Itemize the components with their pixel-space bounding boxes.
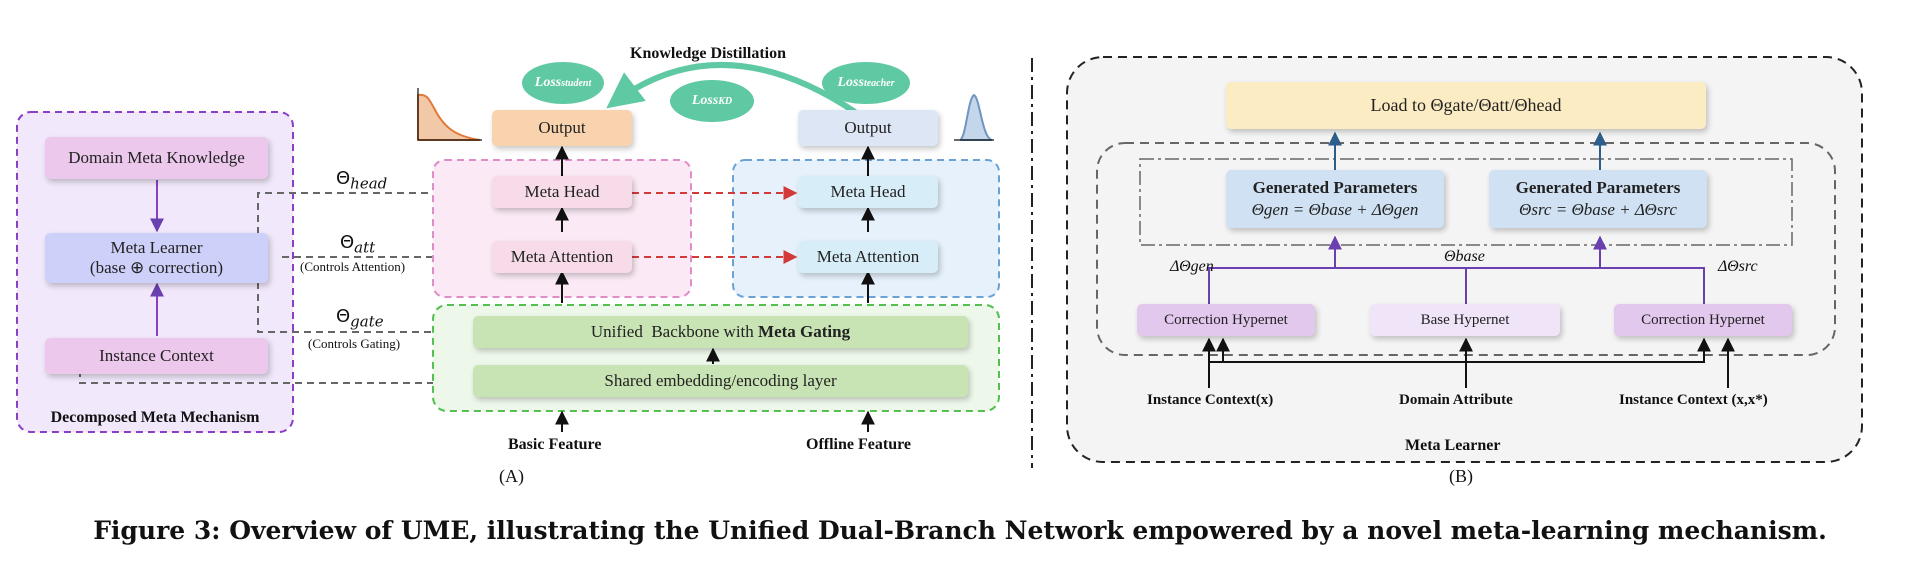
student-meta-attention-box: Meta Attention: [492, 241, 632, 273]
student-distribution-curve: [417, 88, 482, 141]
meta-learner-title: Meta Learner: [1405, 437, 1501, 454]
controls-attention-label: (Controls Attention): [300, 259, 406, 274]
teacher-meta-attention-box: Meta Attention: [798, 241, 938, 273]
correction-hypernet-left-box: Correction Hypernet: [1137, 304, 1315, 336]
base-hypernet-box: Base Hypernet: [1370, 304, 1560, 336]
decomposed-meta-mechanism-title: Decomposed Meta Mechanism: [50, 409, 260, 426]
teacher-meta-head-box: Meta Head: [798, 176, 938, 208]
basic-feature-label: Basic Feature: [508, 436, 602, 453]
knowledge-distillation-title: Knowledge Distillation: [630, 45, 787, 62]
panel-a-label: (A): [499, 466, 524, 486]
theta-gate-label: Θgate: [336, 306, 384, 331]
load-to-box: Load to Θgate/Θatt/Θhead: [1226, 82, 1706, 129]
controls-gating-label: (Controls Gating): [308, 336, 401, 351]
theta-att-label: Θatt: [340, 232, 376, 257]
generated-params-src-box: Generated Parameters Θsrc = Θbase + ΔΘsr…: [1489, 170, 1707, 228]
offline-feature-label: Offline Feature: [806, 436, 912, 453]
domain-meta-knowledge-box: Domain Meta Knowledge: [45, 137, 268, 179]
shared-embedding-box: Shared embedding/encoding layer: [473, 365, 968, 397]
delta-theta-gen-label: ΔΘgen: [1170, 258, 1214, 275]
panel-b-label: (B): [1449, 466, 1473, 486]
generated-params-gen-box: Generated Parameters Θgen = Θbase + ΔΘge…: [1226, 170, 1444, 228]
student-output-box: Output: [492, 110, 632, 146]
meta-learner-box: Meta Learner (base ⊕ correction): [45, 233, 268, 283]
figure-caption: Figure 3: Overview of UME, illustrating …: [93, 516, 1827, 545]
delta-theta-src-label: ΔΘsrc: [1718, 258, 1758, 275]
domain-attribute-label: Domain Attribute: [1399, 392, 1513, 408]
instance-context-x-label: Instance Context(x): [1147, 392, 1274, 408]
student-meta-head-box: Meta Head: [492, 176, 632, 208]
instance-context-xx-label: Instance Context (x,x*): [1619, 392, 1768, 408]
correction-hypernet-right-box: Correction Hypernet: [1614, 304, 1792, 336]
teacher-distribution-curve: [954, 93, 994, 141]
theta-head-label: Θhead: [336, 168, 388, 193]
teacher-output-box: Output: [798, 110, 938, 146]
unified-backbone-box: Unified Backbone with Meta Gating: [473, 316, 968, 348]
instance-context-box: Instance Context: [45, 338, 268, 374]
theta-base-label: Θbase: [1444, 248, 1485, 265]
